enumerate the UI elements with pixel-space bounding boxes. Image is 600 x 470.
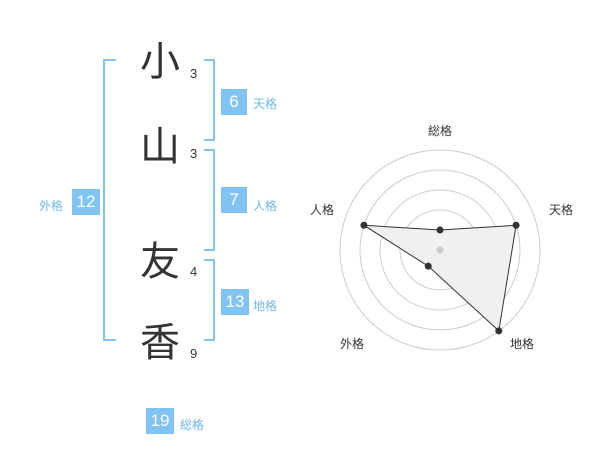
stroke-count-3: 4 <box>190 264 198 279</box>
chikaku-value: 13 <box>221 289 249 315</box>
radar-point-4 <box>360 221 368 229</box>
gaikaku-value: 12 <box>72 189 100 215</box>
jinkaku-label: 人格 <box>253 199 278 213</box>
radar-point-1 <box>512 221 520 229</box>
chikaku-bracket <box>204 259 215 341</box>
radar-label-jinkaku: 人格 <box>310 203 335 217</box>
tenkaku-bracket <box>204 59 215 141</box>
radar-grid-ring <box>359 169 521 331</box>
radar-label-chikaku: 地格 <box>510 337 535 351</box>
radar-label-gaikaku: 外格 <box>340 337 365 351</box>
stroke-count-1: 3 <box>190 66 198 81</box>
soukaku-label: 総格 <box>180 418 205 432</box>
radar-grid-ring <box>339 149 541 351</box>
soukaku-value: 19 <box>146 408 174 434</box>
radar-point-2 <box>495 327 503 335</box>
radar-data-polygon <box>363 224 517 332</box>
gaikaku-bracket <box>103 59 116 341</box>
jinkaku-value: 7 <box>221 187 247 213</box>
name-char-4: 香 <box>140 320 180 366</box>
radar-label-soukaku: 総格 <box>428 124 453 138</box>
tenkaku-label: 天格 <box>253 97 278 111</box>
stroke-count-2: 3 <box>190 146 198 161</box>
name-char-3: 友 <box>140 239 180 285</box>
stroke-count-4: 9 <box>190 346 198 361</box>
chikaku-label: 地格 <box>253 299 278 313</box>
gaikaku-label: 外格 <box>39 199 64 213</box>
tenkaku-value: 6 <box>221 89 247 115</box>
radar-point-0 <box>436 226 444 234</box>
radar-point-3 <box>424 262 432 270</box>
name-char-1: 小 <box>140 39 180 85</box>
radar-label-tenkaku: 天格 <box>549 203 574 217</box>
jinkaku-bracket <box>204 149 215 251</box>
radar-center-dot <box>436 246 444 254</box>
name-char-2: 山 <box>140 124 180 170</box>
